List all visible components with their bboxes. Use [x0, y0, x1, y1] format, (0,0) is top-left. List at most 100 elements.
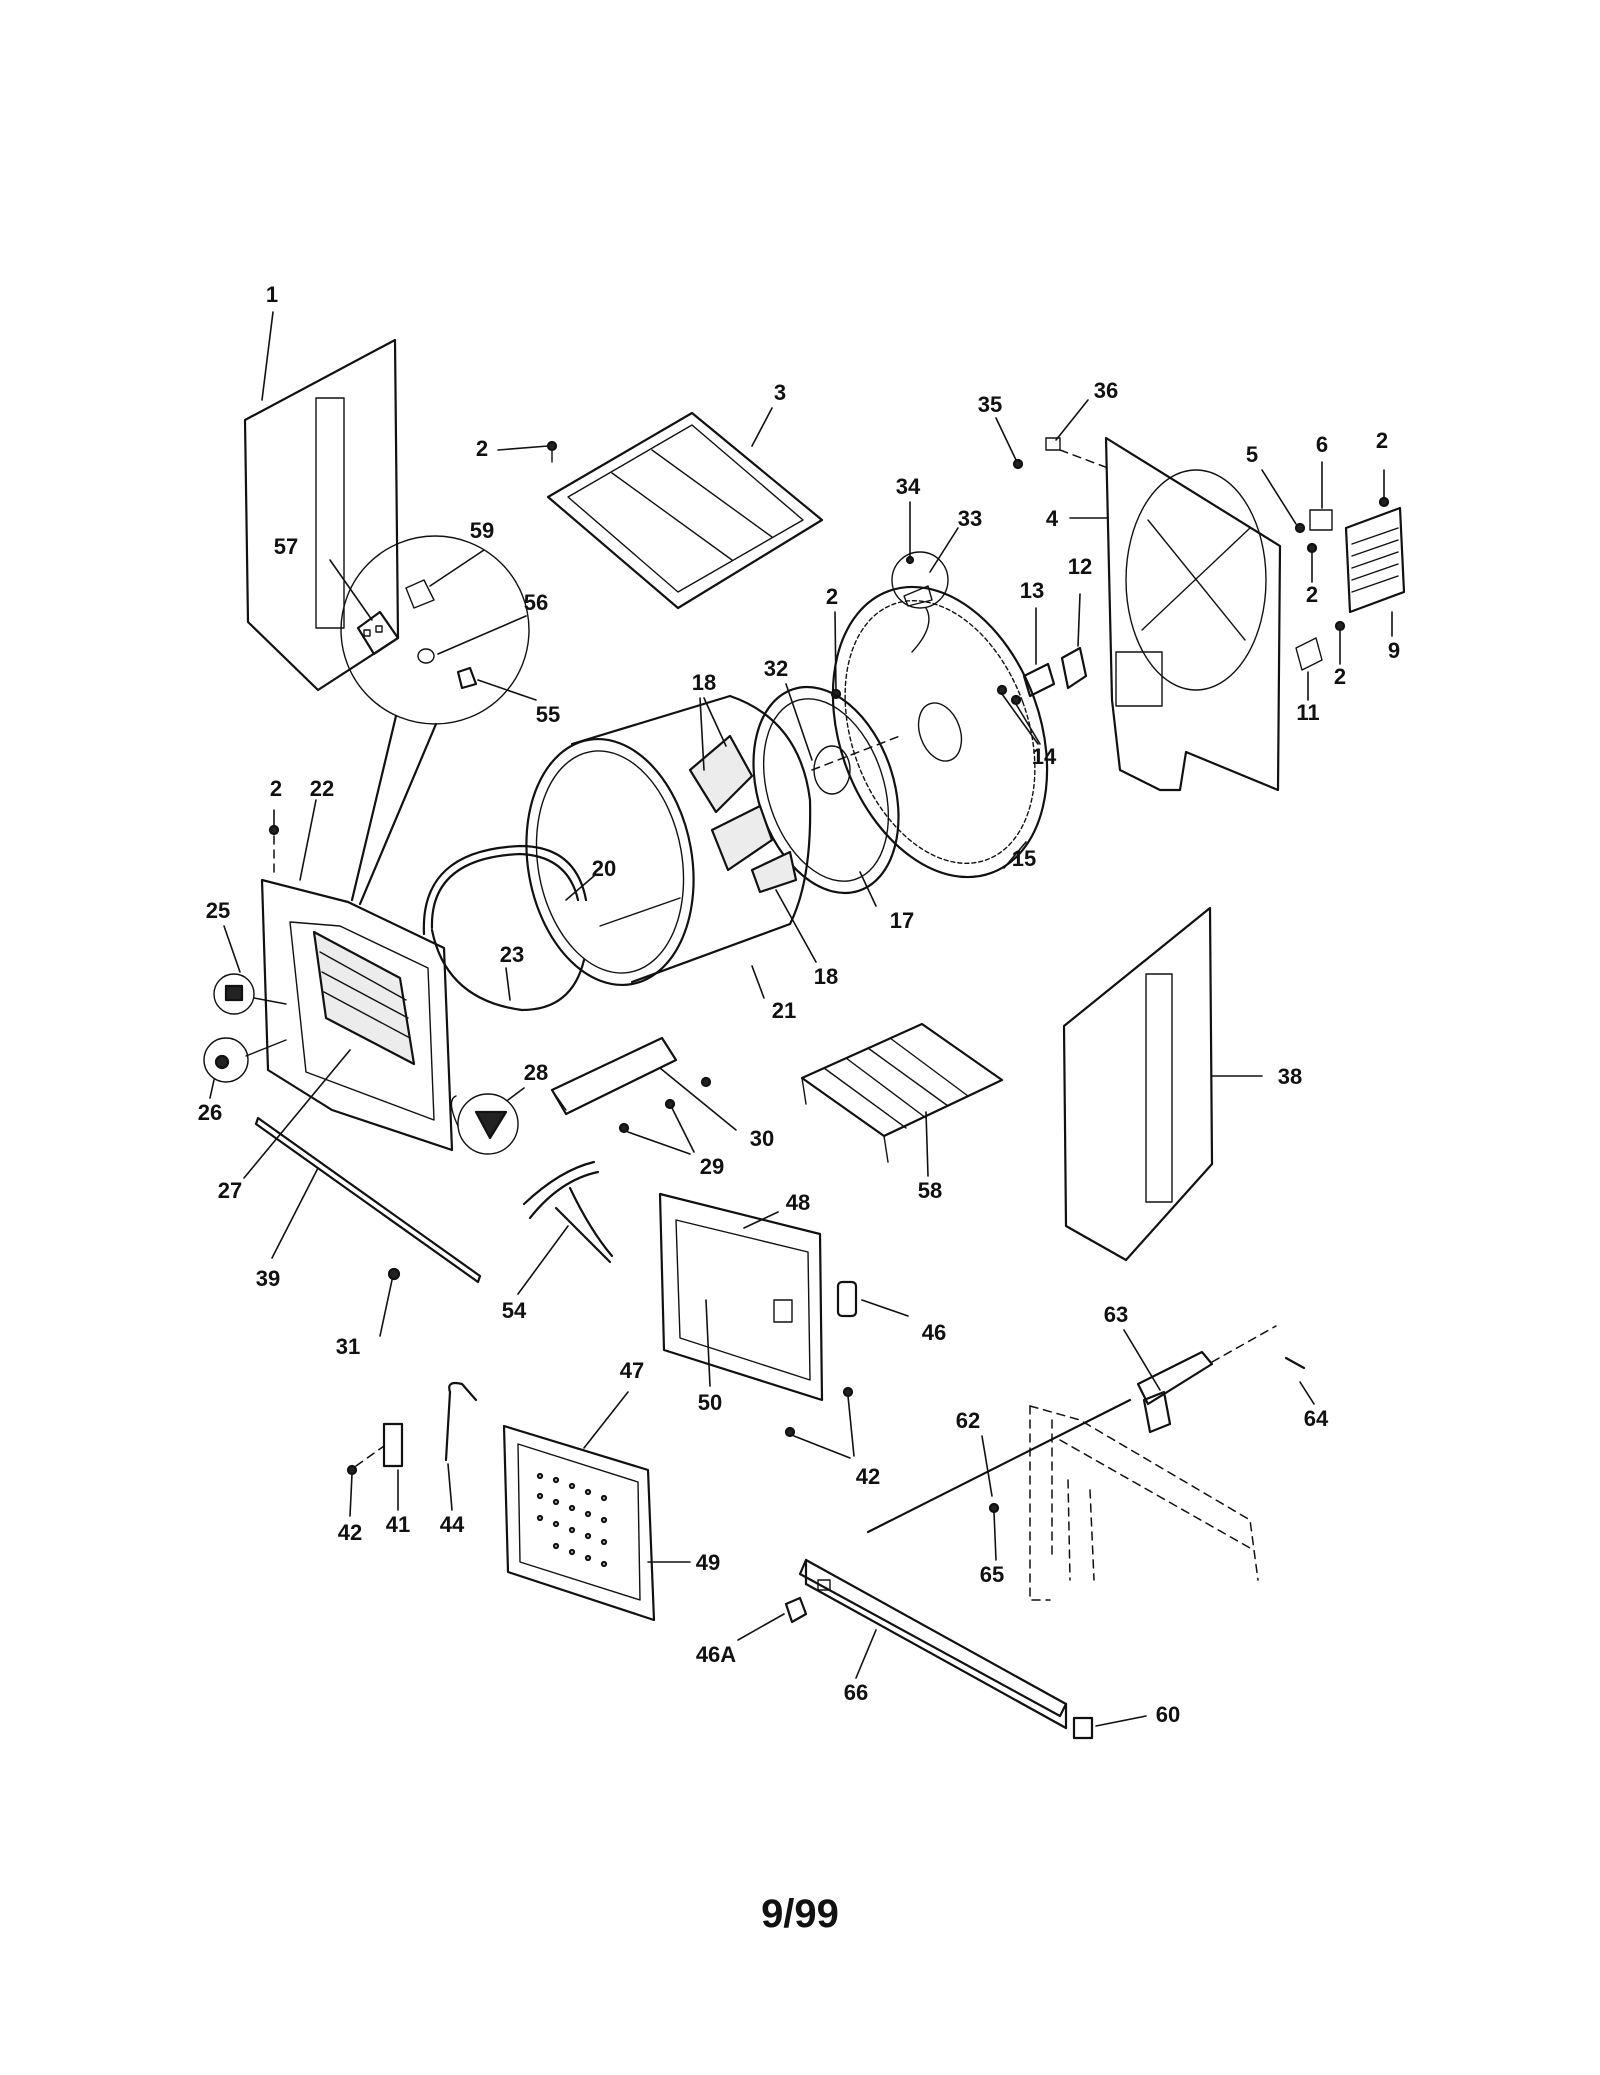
- label-15: 15: [1012, 846, 1036, 871]
- screw-2-right-low: [1334, 620, 1346, 665]
- part-5-screw: [1261, 469, 1306, 534]
- part-39-toe-plate: [254, 1116, 482, 1337]
- part-42-screws-mid: [784, 1386, 855, 1459]
- label-38: 38: [1278, 1064, 1302, 1089]
- label-42b: 42: [856, 1464, 880, 1489]
- label-64: 64: [1304, 1406, 1329, 1431]
- part-22-front-panel: [260, 799, 454, 1152]
- label-17: 17: [890, 908, 914, 933]
- label-5: 5: [1246, 442, 1258, 467]
- label-2a: 2: [476, 436, 488, 461]
- label-39: 39: [256, 1266, 280, 1291]
- page-code: 9/99: [761, 1892, 839, 1936]
- label-2d: 2: [1334, 664, 1346, 689]
- screw-35: [995, 417, 1024, 470]
- part-42-screw-left: [346, 1445, 385, 1517]
- part-labels: 1 2 3 4 5 6 2 2 9 2 11 12 13 14 15 2 17 …: [198, 282, 1400, 1727]
- label-55: 55: [536, 702, 560, 727]
- part-26-knob: [203, 1037, 287, 1099]
- label-25: 25: [206, 898, 230, 923]
- screw-2-top: [497, 440, 558, 463]
- label-65: 65: [980, 1562, 1004, 1587]
- label-2c: 2: [1306, 582, 1318, 607]
- label-46: 46: [922, 1320, 946, 1345]
- part-6-bracket: [1309, 461, 1333, 531]
- part-46-handle: [836, 1280, 909, 1318]
- label-26: 26: [198, 1100, 222, 1125]
- part-18-baffles: [688, 697, 817, 963]
- label-23: 23: [500, 942, 524, 967]
- label-6: 6: [1316, 432, 1328, 457]
- screw-2-right-top: [1378, 469, 1390, 508]
- part-28-clip: [450, 1087, 525, 1155]
- label-59: 59: [470, 518, 494, 543]
- label-27: 27: [218, 1178, 242, 1203]
- part-13-bearing: [1022, 607, 1056, 698]
- part-15-rear-bulkhead: [831, 585, 1049, 879]
- label-41: 41: [386, 1512, 410, 1537]
- part-41-hinge: [382, 1422, 404, 1511]
- part-4-rear-panel: [1069, 436, 1282, 792]
- part-11-plate: [1295, 637, 1323, 701]
- label-33: 33: [958, 506, 982, 531]
- part-33-34-detail: [891, 501, 959, 653]
- label-63: 63: [1104, 1302, 1128, 1327]
- label-28: 28: [524, 1060, 548, 1085]
- label-57: 57: [274, 534, 298, 559]
- label-18a: 18: [692, 670, 716, 695]
- label-56: 56: [524, 590, 548, 615]
- part-20-23-front-seal: [422, 844, 595, 1012]
- part-3-top-panel: [546, 407, 824, 610]
- label-22: 22: [310, 776, 334, 801]
- label-29: 29: [700, 1154, 724, 1179]
- label-42a: 42: [338, 1520, 362, 1545]
- label-13: 13: [1020, 578, 1044, 603]
- screw-2-front: [268, 809, 280, 877]
- label-30: 30: [750, 1126, 774, 1151]
- part-1-left-side-panel: [243, 311, 400, 692]
- part-27-lint-screen: [243, 930, 416, 1179]
- label-54: 54: [502, 1298, 527, 1323]
- cabinet-base-outline: [1029, 1405, 1259, 1601]
- part-63-bracket: [1123, 1325, 1277, 1434]
- part-62-rod: [866, 1398, 1132, 1534]
- label-48: 48: [786, 1190, 810, 1215]
- label-35: 35: [978, 392, 1002, 417]
- part-65-screw: [988, 1502, 1000, 1561]
- part-32-shaft: [785, 683, 901, 771]
- part-21-drum: [525, 694, 812, 999]
- label-11: 11: [1296, 700, 1319, 725]
- label-3: 3: [774, 380, 786, 405]
- label-62: 62: [956, 1408, 980, 1433]
- part-54-wire-harness: [517, 1160, 614, 1295]
- part-66-rail: [798, 1558, 1068, 1730]
- screw-2-right-mid: [1306, 542, 1318, 583]
- part-25-switch: [213, 925, 287, 1015]
- label-66: 66: [844, 1680, 868, 1705]
- label-36: 36: [1094, 378, 1118, 403]
- part-64-spring: [1284, 1356, 1315, 1405]
- label-46A: 46A: [696, 1642, 736, 1667]
- label-50: 50: [698, 1390, 722, 1415]
- label-18b: 18: [814, 964, 838, 989]
- label-12: 12: [1068, 554, 1092, 579]
- part-48-door-panel: [658, 1192, 824, 1402]
- part-46A-foot: [737, 1596, 808, 1641]
- part-58-drying-rack: [800, 1022, 1004, 1177]
- part-38-right-side-panel: [1062, 906, 1263, 1262]
- part-44-rod: [444, 1381, 478, 1511]
- label-47: 47: [620, 1358, 644, 1383]
- label-32: 32: [764, 656, 788, 681]
- label-2e: 2: [826, 584, 838, 609]
- label-34: 34: [896, 474, 921, 499]
- label-2f: 2: [270, 776, 282, 801]
- label-31: 31: [336, 1334, 360, 1359]
- label-20: 20: [592, 856, 616, 881]
- part-47-perforated-panel: [502, 1391, 691, 1622]
- label-58: 58: [918, 1178, 942, 1203]
- detail-circle-55-59: [329, 535, 537, 906]
- label-2b: 2: [1376, 428, 1388, 453]
- label-9: 9: [1388, 638, 1400, 663]
- part-29-screws: [618, 1098, 695, 1155]
